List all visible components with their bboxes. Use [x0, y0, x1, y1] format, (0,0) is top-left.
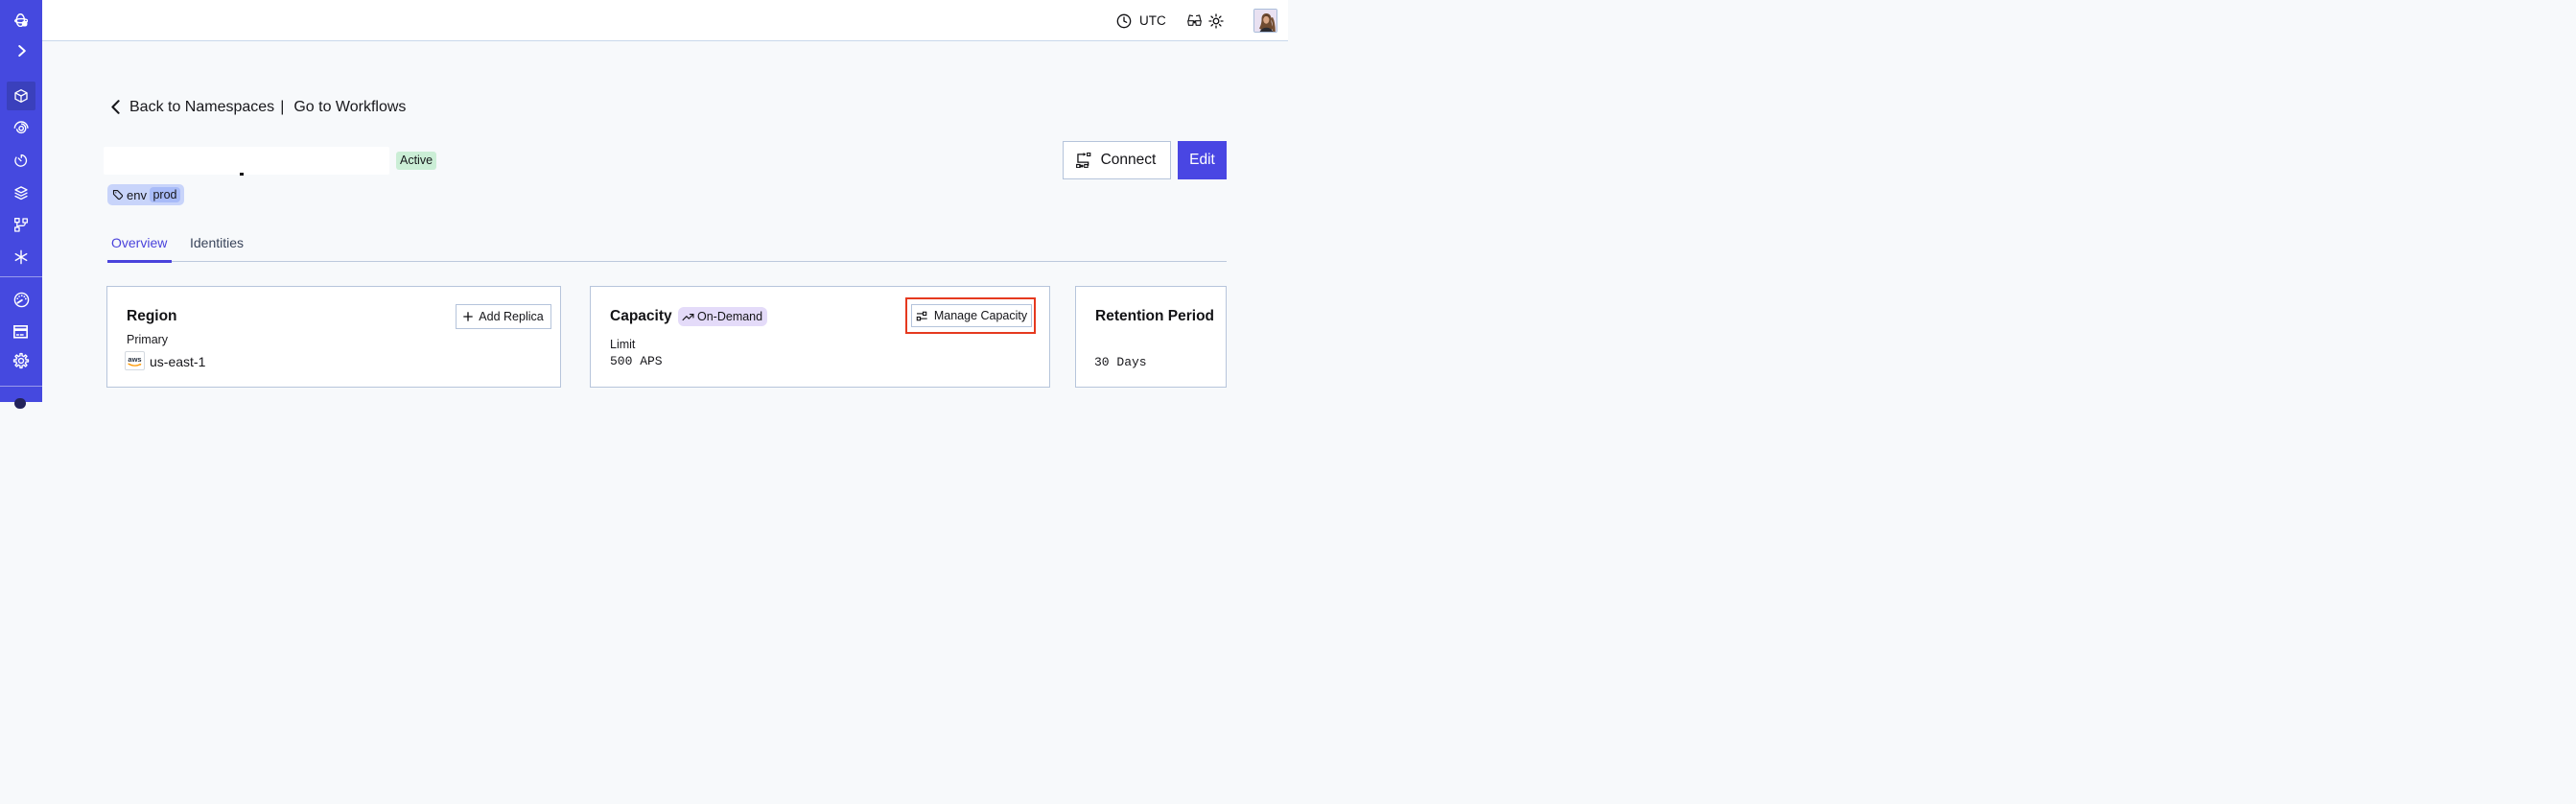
svg-text:aws: aws: [128, 355, 141, 364]
